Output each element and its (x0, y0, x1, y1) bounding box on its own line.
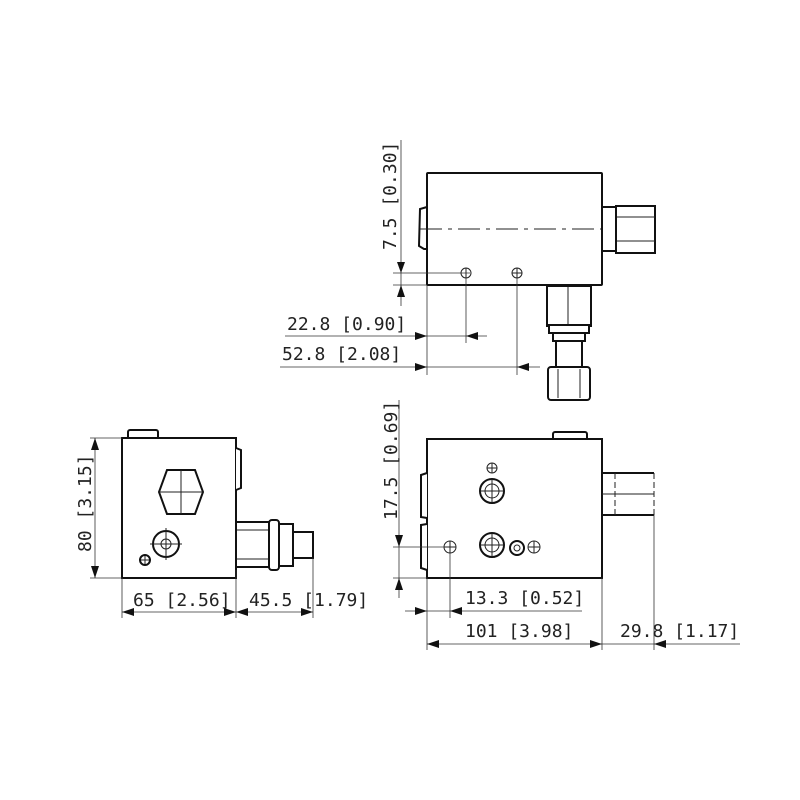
side-view: 80 [3.15] 65 [2.56] 45.5 [1.79] (75, 429, 368, 618)
dim-side-height: 80 [3.15] (75, 454, 96, 552)
dim-side-connector: 45.5 [1.79] (249, 590, 368, 611)
dim-front-height: 17.5 [0.69] (381, 401, 402, 520)
front-body (426, 438, 603, 579)
dim-front-connector: 29.8 [1.17] (620, 621, 739, 642)
dim-top-hole2: 52.8 [2.08] (282, 344, 401, 365)
dim-top-height: 7.5 [0.30] (380, 142, 401, 250)
dim-front-hole: 13.3 [0.52] (465, 588, 584, 609)
top-view: 7.5 [0.30] 22.8 [0.90] 52.8 [2.08] (280, 140, 656, 401)
front-view: 17.5 [0.69] 13.3 [0.52] 101 [3.98] 29.8 … (381, 400, 740, 650)
dim-front-width: 101 [3.98] (465, 621, 573, 642)
dim-top-hole1: 22.8 [0.90] (287, 314, 406, 335)
dim-side-width: 65 [2.56] (133, 590, 231, 611)
